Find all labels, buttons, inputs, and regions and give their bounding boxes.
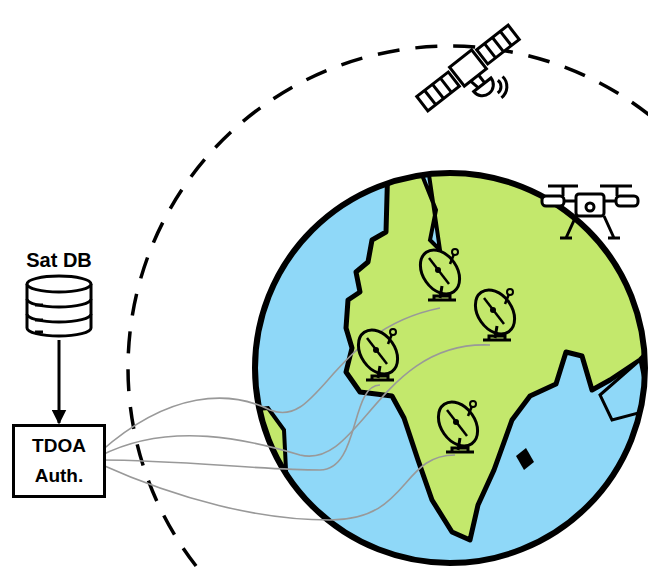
orbit [128, 46, 648, 570]
database-node: Sat DB [4, 248, 114, 338]
database-icon [23, 274, 95, 338]
ground-station [350, 323, 405, 382]
satellite [415, 23, 541, 139]
ground-station [430, 395, 485, 454]
process-box: TDOA Auth. [12, 424, 106, 498]
station-links [100, 308, 490, 520]
ground-station [412, 243, 467, 302]
drone [542, 186, 638, 238]
ground-station [467, 283, 522, 342]
node-label: TDOA Auth. [20, 431, 98, 491]
landmass [248, 150, 648, 540]
node-label: Sat DB [4, 248, 114, 272]
connector-arrow [58, 340, 61, 423]
